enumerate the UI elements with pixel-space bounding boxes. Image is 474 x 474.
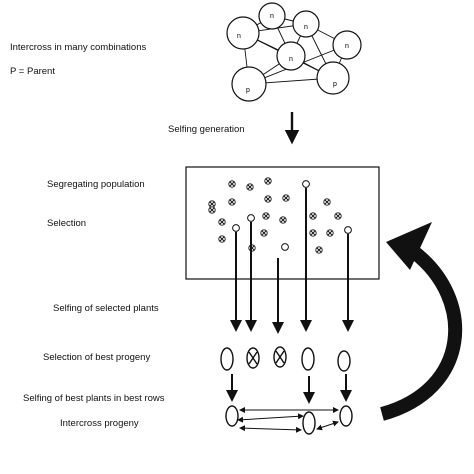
- progeny-oval: [220, 347, 234, 371]
- crossed-plant-icon: [326, 229, 334, 237]
- crossed-plant-icon: [260, 229, 268, 237]
- parent-node: [292, 10, 320, 38]
- parent-node-label: p: [333, 81, 337, 88]
- crossed-plant-icon: [264, 195, 272, 203]
- crossed-plant-icon: [309, 212, 317, 220]
- crossed-progeny-oval: [246, 347, 260, 369]
- crossed-plant-icon: [282, 194, 290, 202]
- segregating-plants: [208, 177, 342, 254]
- intercross-progeny-label: Intercross progeny: [60, 418, 139, 429]
- parent-node-label: p: [246, 87, 250, 94]
- crossed-plant-icon: [334, 212, 342, 220]
- selection-label: Selection: [47, 218, 87, 229]
- crossed-plant-icon: [218, 218, 226, 226]
- crossed-plant-icon: [323, 198, 331, 206]
- parent-node-labels: n n n n n p p: [237, 13, 349, 94]
- selfing-generation-label: Selfing generation: [168, 124, 245, 135]
- progeny-down-arrows: [226, 374, 352, 404]
- crossed-plant-icon: [279, 216, 287, 224]
- parent-node-label: n: [304, 24, 308, 31]
- parent-node-label: n: [289, 56, 293, 63]
- selfing-best-plants-label: Selfing of best plants in best rows: [23, 393, 165, 404]
- crossed-plant-icon: [228, 198, 236, 206]
- best-progeny-label: Selection of best progeny: [43, 352, 151, 363]
- intercross-arrows: [237, 407, 339, 433]
- intercross-oval: [302, 411, 316, 435]
- selfing-selected-plants-label: Selfing of selected plants: [53, 303, 159, 314]
- selection-stems: [230, 188, 354, 334]
- parent-node-label: n: [270, 13, 274, 20]
- parent-node: [231, 66, 267, 102]
- recurrent-cycle-arrow: [380, 222, 463, 421]
- crossed-plant-icon: [246, 183, 254, 191]
- crossed-plant-icon: [208, 200, 216, 208]
- segregating-population-box: [185, 166, 380, 280]
- crossed-progeny-oval: [273, 346, 287, 368]
- parent-node-label: n: [345, 43, 349, 50]
- parent-node: [258, 2, 286, 30]
- progeny-oval: [337, 350, 351, 372]
- crossed-plant-icon: [218, 235, 226, 243]
- intercross-oval: [225, 405, 239, 427]
- parent-node: [276, 41, 306, 71]
- parent-node: [316, 61, 350, 95]
- crossed-plant-icon: [264, 177, 272, 185]
- progeny-oval: [301, 347, 315, 371]
- crossed-plant-icon: [208, 206, 216, 214]
- selected-plant-icon: [344, 226, 352, 234]
- selected-plant-icon: [281, 243, 289, 251]
- parent-node: [226, 2, 362, 102]
- intercross-oval: [339, 405, 353, 427]
- crossed-plant-icon: [315, 246, 323, 254]
- selected-plant-icon: [232, 224, 240, 232]
- parent-node: [226, 16, 260, 50]
- parent-key-label: P = Parent: [10, 66, 55, 77]
- parent-node: [332, 30, 362, 60]
- intercross-progeny-ovals: [225, 405, 353, 435]
- intercross-label: Intercross in many combinations: [10, 42, 147, 53]
- parent-node-label: n: [237, 33, 241, 40]
- selected-plant-icon: [302, 180, 310, 188]
- selected-plant-icon: [247, 214, 255, 222]
- selected-plants: [232, 180, 352, 251]
- crossed-plant-icon: [228, 180, 236, 188]
- crossed-plant-icon: [309, 229, 317, 237]
- best-progeny-ovals: [220, 346, 351, 372]
- crossed-plant-icon: [262, 212, 270, 220]
- segregating-population-label: Segregating population: [47, 179, 145, 190]
